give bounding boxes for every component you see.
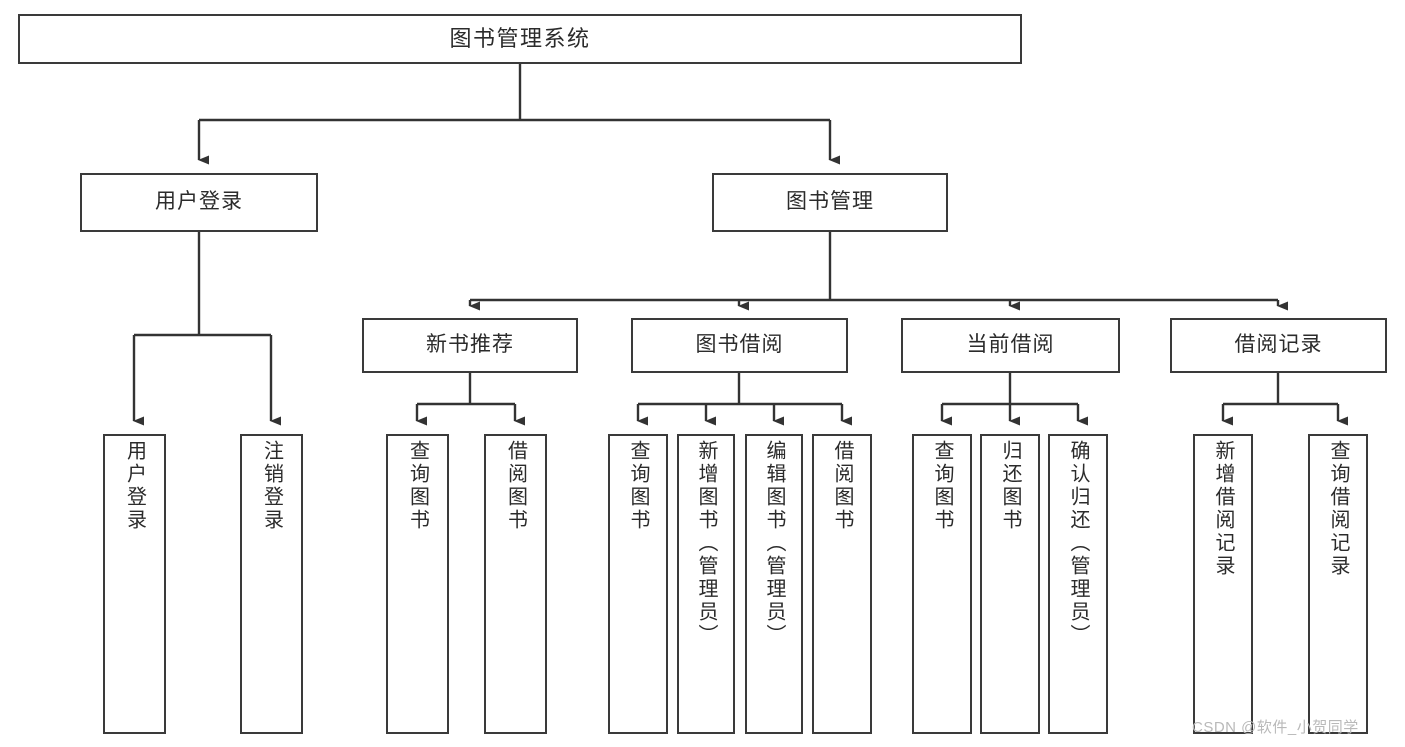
leaf-add-borrow-record[interactable]: 新增借阅记录 [1193,434,1253,734]
node-label: 新书推荐 [426,333,514,357]
node-borrow-record[interactable]: 借阅记录 [1170,318,1387,373]
node-label: 确认归还（管理员） [1067,440,1089,647]
node-label: 图书管理 [786,190,874,214]
leaf-user-logout[interactable]: 注销登录 [240,434,303,734]
node-label: 图书借阅 [695,333,784,357]
leaf-query-book-current[interactable]: 查询图书 [912,434,972,734]
node-label: 图书管理系统 [449,26,591,52]
node-label: 查询借阅记录 [1327,440,1349,578]
node-label: 查询图书 [406,440,429,532]
leaf-borrow-book-recommendation[interactable]: 借阅图书 [484,434,547,734]
node-label: 新增图书（管理员） [695,440,717,647]
leaf-borrow-book[interactable]: 借阅图书 [812,434,872,734]
node-label: 新增借阅记录 [1212,440,1234,578]
node-new-book-recommendation[interactable]: 新书推荐 [362,318,578,373]
leaf-return-book[interactable]: 归还图书 [980,434,1040,734]
node-label: 注销登录 [260,440,283,532]
node-book-manage[interactable]: 图书管理 [712,173,948,232]
leaf-query-book-recommendation[interactable]: 查询图书 [386,434,449,734]
node-label: 归还图书 [999,440,1021,532]
leaf-query-borrow-record[interactable]: 查询借阅记录 [1308,434,1368,734]
leaf-query-book[interactable]: 查询图书 [608,434,668,734]
node-label: 当前借阅 [966,333,1055,357]
node-label: 借阅记录 [1234,333,1323,357]
node-label: 用户登录 [155,190,243,214]
node-label: 查询图书 [627,440,649,532]
node-root-system[interactable]: 图书管理系统 [18,14,1022,64]
node-label: 借阅图书 [831,440,853,532]
leaf-user-login[interactable]: 用户登录 [103,434,166,734]
node-label: 编辑图书（管理员） [763,440,785,647]
node-user-login[interactable]: 用户登录 [80,173,318,232]
node-book-borrow[interactable]: 图书借阅 [631,318,848,373]
node-label: 查询图书 [931,440,953,532]
node-current-borrow[interactable]: 当前借阅 [901,318,1120,373]
leaf-edit-book-admin[interactable]: 编辑图书（管理员） [745,434,803,734]
node-label: 借阅图书 [504,440,527,532]
node-label: 用户登录 [123,440,146,532]
leaf-add-book-admin[interactable]: 新增图书（管理员） [677,434,735,734]
csdn-watermark: CSDN @软件_小贺同学 [1192,719,1359,736]
leaf-confirm-return-admin[interactable]: 确认归还（管理员） [1048,434,1108,734]
